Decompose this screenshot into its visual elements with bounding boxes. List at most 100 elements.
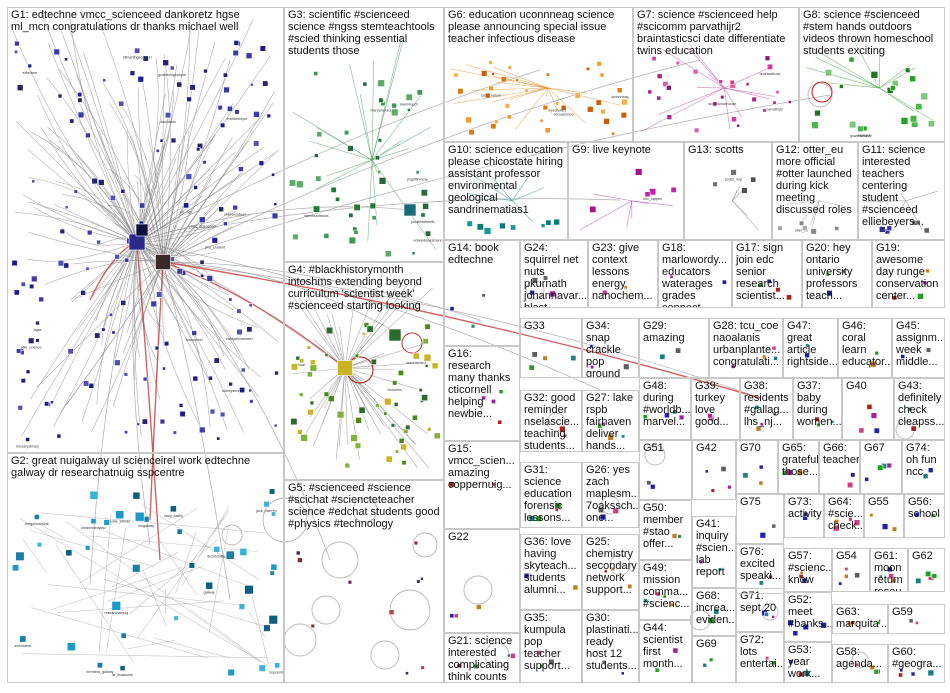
group-box-g39: G39: turkey love good... — [691, 378, 740, 440]
group-label: G18: marlowordy... educators waterages g… — [662, 242, 729, 308]
group-box-g3: G3: scientific #scienceed science #ngss … — [284, 7, 444, 262]
group-label: G61: moon return resou... — [874, 550, 905, 592]
group-box-g58: G58: agenda... — [832, 644, 888, 683]
group-label: G35: kumpula pop teacher support... — [524, 612, 579, 672]
group-box-g16: G16: research many thanks cticornell hel… — [444, 346, 520, 441]
group-label: G3: scientific #scienceed science #ngss … — [288, 9, 441, 57]
group-box-g27: G27: lake rspb fairhaven deliver hands..… — [582, 390, 639, 452]
group-label: G4: #blackhistorymonth intoshms extendin… — [288, 264, 441, 312]
group-label: G11: science interested teachers centeri… — [862, 144, 942, 228]
group-label: G67 — [864, 442, 899, 454]
group-label: G15: vmcc_scien... amazing coppernuig... — [448, 443, 517, 491]
group-label: G30: plastinati... ready host 12 student… — [586, 612, 636, 672]
group-label: G16: research many thanks cticornell hel… — [448, 348, 517, 420]
group-box-g47: G47: great article rightside... — [783, 318, 838, 378]
group-label: G73: activity — [788, 496, 821, 520]
group-label: G64: #scie... check... — [828, 496, 861, 532]
group-label: G25: chemistry secondary network support… — [586, 536, 636, 596]
group-label: G76: excited speaki... — [740, 546, 781, 582]
group-label: G12: otter_eu more official #otter launc… — [776, 144, 855, 216]
group-label: G43: definitely check cleapss... — [898, 380, 942, 428]
group-label: G7: science #scienceed help #scicomm par… — [637, 9, 796, 57]
group-box-g24: G24: squirrel net nuts pkurnath johannav… — [520, 240, 588, 308]
group-label: G55 — [868, 496, 901, 508]
group-box-g28: G28: tcu_coe naoalanis urbanplante... co… — [709, 318, 783, 378]
group-label: G44: scientist first month... — [643, 622, 689, 670]
group-box-g44: G44: scientist first month... — [639, 620, 692, 683]
group-box-g19: G19: awesome day runge conservation cent… — [872, 240, 945, 308]
group-label: G9: live keynote — [572, 144, 681, 156]
group-label: G26: yes zach maplesm... 7oakssch... one… — [586, 464, 636, 524]
group-label: G8: science #scienceed #stem hands outdo… — [803, 9, 942, 57]
group-box-g23: G23: give context lessons energy nanoche… — [588, 240, 658, 308]
group-label: G60: #geogra... — [892, 646, 942, 670]
group-label: G27: lake rspb fairhaven deliver hands..… — [586, 392, 636, 452]
group-box-g54: G54 — [832, 548, 870, 592]
group-box-g52: G52: meet #banks... — [784, 592, 832, 642]
group-box-g70: G70 — [736, 440, 778, 494]
group-box-g65: G65: grateful those... — [778, 440, 819, 494]
group-box-g29: G29: amazing — [639, 318, 709, 378]
group-box-g43: G43: definitely check cleapss... — [894, 378, 945, 440]
group-label: G75 — [740, 496, 781, 508]
group-box-g51: G51 — [639, 440, 692, 500]
group-label: G31: science education forensic lessons.… — [524, 464, 579, 524]
group-label: G72: lots entertai... — [740, 634, 781, 670]
group-box-g56: G56: school — [904, 494, 945, 538]
group-box-g26: G26: yes zach maplesm... 7oakssch... one… — [582, 462, 639, 528]
group-label: G32: good reminder nselascie... teaching… — [524, 392, 579, 452]
group-label: G45: assignm... week middle... — [896, 320, 942, 368]
group-label: G74: oh fun ncc — [906, 442, 942, 478]
group-label: G47: great article rightside... — [787, 320, 835, 368]
group-box-g71: G71: sept 20 — [736, 588, 784, 632]
group-label: G21: science interested complicating thi… — [448, 635, 517, 683]
group-label: G13: scotts — [688, 144, 769, 156]
group-box-g12: G12: otter_eu more official #otter launc… — [772, 142, 858, 240]
group-label: G33 — [524, 320, 579, 332]
group-label: G37: baby during women... — [797, 380, 839, 428]
group-box-g37: G37: baby during women... — [793, 378, 842, 440]
group-box-g75: G75 — [736, 494, 784, 544]
group-label: G50: member #stao offer... — [643, 502, 689, 550]
group-label: G19: awesome day runge conservation cent… — [876, 242, 942, 302]
group-box-g63: G63: marquita'... — [832, 604, 888, 634]
group-box-g76: G76: excited speaki... — [736, 544, 784, 594]
group-box-g8: G8: science #scienceed #stem hands outdo… — [799, 7, 945, 142]
group-label: G53: year work... — [788, 644, 829, 680]
group-box-g46: G46: coral learn educator... — [838, 318, 892, 378]
group-box-g21: G21: science interested complicating thi… — [444, 633, 520, 683]
group-box-g57: G57: #scienc... know — [784, 548, 832, 592]
group-label: G59 — [892, 606, 942, 618]
group-box-g38: G38: residents #gallag... lhs_nj... — [740, 378, 793, 440]
group-box-g68: G68: increa... eviden... — [692, 588, 736, 636]
group-label: G49: mission comma... #scienc... — [643, 562, 689, 610]
group-label: G29: amazing — [643, 320, 706, 344]
group-label: G62 — [912, 550, 942, 562]
group-label: G10: science education please chicostate… — [448, 144, 565, 216]
group-box-g34: G34: snap crackle pop ground breaking... — [582, 318, 639, 378]
group-label: G65: grateful those... — [782, 442, 816, 478]
group-label: G17: sign join edc senior research scien… — [736, 242, 799, 302]
group-box-g32: G32: good reminder nselascie... teaching… — [520, 390, 582, 452]
group-box-g18: G18: marlowordy... educators waterages g… — [658, 240, 732, 308]
group-box-g60: G60: #geogra... — [888, 644, 945, 683]
group-label: G39: turkey love good... — [695, 380, 737, 428]
group-box-g64: G64: #scie... check... — [824, 494, 864, 538]
group-label: G40 — [846, 380, 891, 392]
group-label: G54 — [836, 550, 867, 562]
group-label: G36: love having skyteach... students al… — [524, 536, 579, 596]
group-box-g42: G42 — [692, 440, 736, 500]
group-box-g74: G74: oh fun ncc — [902, 440, 945, 494]
group-box-g11: G11: science interested teachers centeri… — [858, 142, 945, 240]
group-box-g55: G55 — [864, 494, 904, 538]
group-label: G57: #scienc... know — [788, 550, 829, 586]
group-box-g73: G73: activity — [784, 494, 824, 538]
group-box-g9: G9: live keynote — [568, 142, 684, 240]
group-box-g5: G5: #scienceed #science #scichat #scienc… — [284, 480, 444, 683]
group-label: G28: tcu_coe naoalanis urbanplante... co… — [713, 320, 780, 368]
group-label: G24: squirrel net nuts pkurnath johannav… — [524, 242, 585, 308]
group-label: G66: teacher — [823, 442, 857, 466]
group-box-g10: G10: science education please chicostate… — [444, 142, 568, 240]
group-label: G1: edtechne vmcc_scienceed dankoretz hg… — [11, 9, 281, 33]
